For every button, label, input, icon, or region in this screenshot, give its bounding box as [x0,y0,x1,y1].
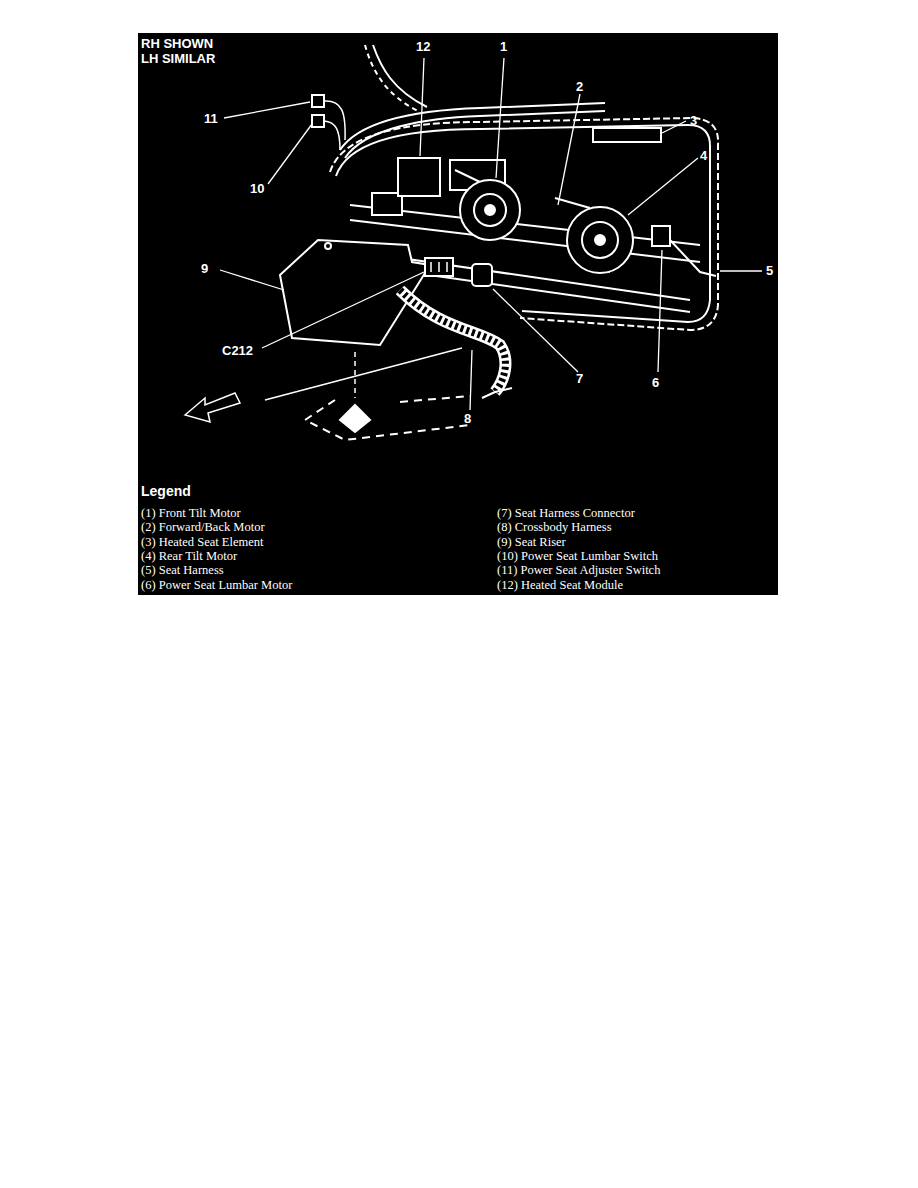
callout-number: 2 [576,79,583,94]
legend-entry: (7) Seat Harness Connector [497,506,635,520]
seat-track-rail [380,255,690,312]
seat-band [345,111,605,158]
legend-entry: (6) Power Seat Lumbar Motor [141,578,292,592]
legend-heading: Legend [141,484,191,499]
legend-entry: (4) Rear Tilt Motor [141,549,237,563]
callout-number: 8 [464,411,471,426]
c212-connector [425,258,453,276]
legend-entry: (12) Heated Seat Module [497,578,623,592]
leader-line [558,94,580,205]
seat-drawing [185,45,718,440]
callout-number: 6 [652,375,659,390]
lumbar-switch [312,115,324,127]
leader-line [658,250,662,372]
connector-pins [431,262,447,272]
trim-edge [365,45,420,112]
floor-outline [305,396,470,440]
callout-number: 9 [201,261,208,276]
leader-lines [220,58,762,410]
heated-seat-element [593,128,661,142]
illustration-ground [138,33,778,595]
legend-entry: (10) Power Seat Lumbar Switch [497,549,658,563]
floor-mount-hole [340,405,370,432]
leader-line [420,58,424,156]
leader-line [662,121,686,133]
callout-number: 10 [250,181,264,196]
leader-line [720,270,762,271]
legend-entry: (5) Seat Harness [141,563,224,577]
harness-wrap [400,290,505,392]
connector-id: C212 [222,343,253,358]
callout-number: 7 [576,371,583,386]
callout-number: 12 [416,39,430,54]
motor-shaft [595,235,605,245]
riser-bolt [325,243,331,249]
leader-line [496,58,504,178]
front-arrow [185,393,240,422]
motor-shaft [485,205,495,215]
legend-entry: (11) Power Seat Adjuster Switch [497,563,660,577]
view-note: RH SHOWN LH SIMILAR [141,36,229,66]
leader-line [493,289,578,372]
legend-entry: (8) Crossbody Harness [497,520,612,534]
legend-entry: (9) Seat Riser [497,535,566,549]
reference-line [265,348,462,400]
leader-line [470,350,472,410]
seat-harness-connector [472,264,492,286]
rear-tilt-motor [567,207,633,273]
heated-seat-module [398,158,440,196]
crossbody-harness [400,290,505,392]
harness-wire-end [482,388,512,398]
leader-line [220,270,284,290]
lumbar-motor [652,226,670,246]
leader-line [268,124,312,184]
callout-number: 1 [500,39,507,54]
callout-number: 5 [766,263,773,278]
leader-line [262,272,424,348]
motor-end [474,194,506,226]
legend-entry: (1) Front Tilt Motor [141,506,241,520]
leader-line [224,102,310,118]
riser-mount-line [354,352,356,398]
motor-end [582,222,618,258]
trim-edge [373,45,427,107]
front-tilt-motor [460,180,520,240]
callout-number: 3 [690,113,697,128]
seat-harness-wire [670,240,716,276]
callout-number: 11 [204,111,218,126]
legend-entry: (2) Forward/Back Motor [141,520,265,534]
callout-number: 4 [700,148,707,163]
switch-wire [324,101,345,150]
adjuster-switch [312,95,324,107]
leader-line [628,158,698,215]
legend-entry: (3) Heated Seat Element [141,535,264,549]
